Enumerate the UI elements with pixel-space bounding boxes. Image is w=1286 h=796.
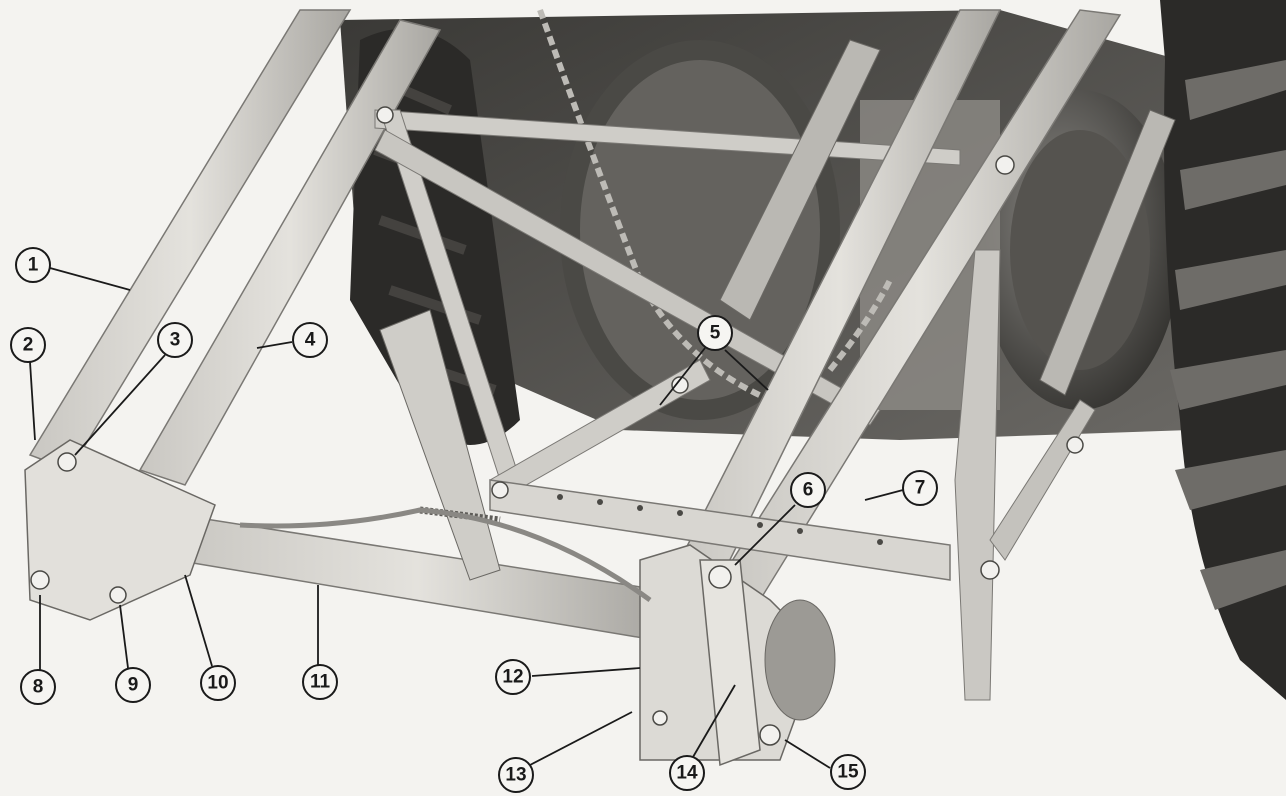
callout-12: 12	[502, 667, 523, 688]
callout-9: 9	[128, 675, 139, 696]
loader-frame	[24, 9, 1176, 767]
leader-9	[119, 604, 129, 669]
leader-4	[256, 341, 293, 349]
callout-2-circle	[10, 327, 46, 363]
leader-14	[692, 684, 736, 758]
callout-15: 15	[837, 762, 859, 783]
callout-14: 14	[676, 763, 698, 784]
leader-6	[734, 504, 796, 566]
leader-7	[864, 489, 904, 501]
callout-1-circle	[15, 247, 51, 283]
callout-7: 7	[915, 478, 926, 499]
callouts: 1 2 3 4 5 6 7 8 9 10	[10, 247, 938, 793]
callout-11-circle	[302, 664, 338, 700]
callout-4: 4	[305, 330, 316, 351]
callout-1: 1	[28, 255, 39, 276]
callout-14-circle	[669, 755, 705, 791]
callout-4-circle	[292, 322, 328, 358]
leader-13	[529, 711, 633, 766]
callout-10-circle	[200, 665, 236, 701]
callout-8-circle	[20, 669, 56, 705]
callout-2: 2	[23, 335, 34, 356]
leader-15	[784, 739, 831, 769]
callout-7-circle	[902, 470, 938, 506]
leader-12	[531, 667, 641, 677]
callout-3-circle	[157, 322, 193, 358]
callout-8: 8	[33, 677, 44, 698]
callout-13: 13	[505, 765, 526, 786]
safety-chain	[537, 8, 893, 403]
right-tire	[1160, 0, 1286, 700]
callout-3: 3	[170, 330, 181, 351]
leader-1	[49, 267, 131, 291]
callout-5: 5	[710, 323, 721, 344]
callout-11: 11	[310, 672, 331, 693]
callout-9-circle	[115, 667, 151, 703]
leader-3	[74, 354, 166, 456]
leader-5a	[659, 347, 706, 406]
callout-15-circle	[830, 754, 866, 790]
callout-6-circle	[790, 472, 826, 508]
callout-6: 6	[803, 480, 814, 501]
callout-13-circle	[498, 757, 534, 793]
callout-10: 10	[207, 673, 228, 694]
leader-10	[184, 574, 213, 667]
callout-12-circle	[495, 659, 531, 695]
leader-5b	[724, 349, 769, 391]
leader-2	[29, 361, 36, 441]
callout-5-circle	[697, 315, 733, 351]
